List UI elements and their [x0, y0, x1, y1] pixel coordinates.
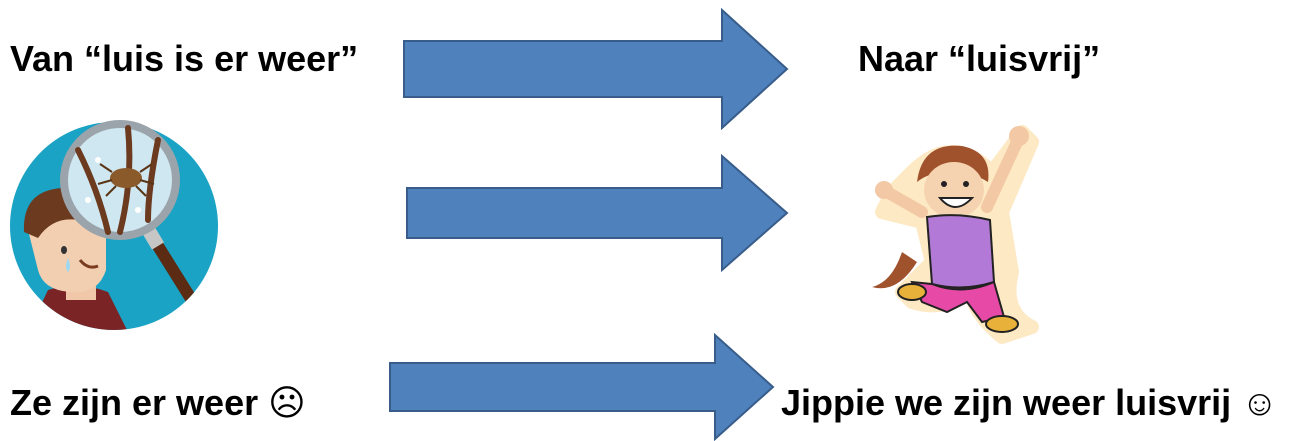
to-label: Naar “luisvrij” — [858, 41, 1100, 77]
frown-emoticon-icon: ☹ — [268, 382, 306, 423]
happy-caption: Jippie we zijn weer luisvrij ☺ — [781, 385, 1278, 421]
right-arrow-icon — [403, 8, 789, 130]
smile-emoticon-icon: ☺ — [1241, 382, 1278, 423]
happy-caption-text: Jippie we zijn weer luisvrij — [781, 382, 1232, 423]
from-label: Van “luis is er weer” — [10, 41, 358, 77]
sad-caption: Ze zijn er weer ☹ — [10, 385, 306, 421]
from-label-text: Van “luis is er weer” — [10, 38, 359, 79]
magnifying-glass-lice-head-icon — [10, 120, 218, 330]
jumping-happy-girl-icon — [872, 125, 1039, 344]
right-arrow-icon — [389, 333, 775, 441]
right-arrow-icon — [406, 154, 789, 272]
to-label-text: Naar “luisvrij” — [858, 38, 1101, 79]
sad-caption-text: Ze zijn er weer — [10, 382, 259, 423]
